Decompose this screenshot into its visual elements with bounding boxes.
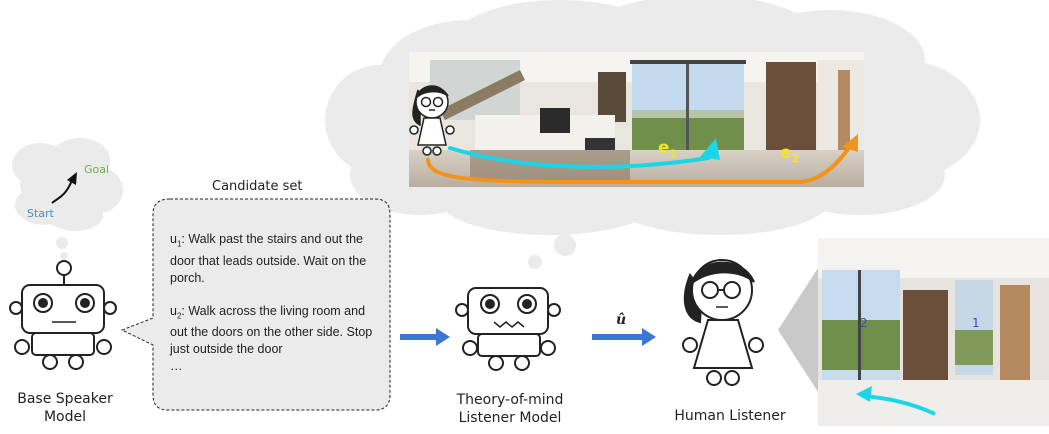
goal-label: Goal — [84, 163, 110, 176]
trajectory-e2-arrowhead — [842, 134, 858, 152]
flow-arrows — [400, 328, 656, 346]
trajectory-paths — [426, 134, 858, 184]
view-projection-wedge — [778, 268, 818, 392]
u2-subscript: 2 — [176, 311, 182, 320]
u1-symbol: u — [170, 232, 177, 246]
panorama-image — [409, 52, 864, 187]
candidate-set-title: Candidate set — [212, 179, 303, 194]
utterance-hat-label: û — [616, 312, 627, 328]
photo-marker-1: 1 — [972, 316, 980, 330]
e1-label: e1 — [658, 138, 677, 161]
e1-symbol: e — [658, 138, 670, 158]
e2-subscript: 2 — [791, 152, 800, 166]
tom-listener-label: Theory-of-mind Listener Model — [456, 392, 564, 426]
e2-symbol: e — [780, 143, 792, 163]
start-label: Start — [27, 207, 54, 220]
candidate-ellipsis: … — [170, 359, 183, 373]
base-speaker-robot — [9, 260, 117, 370]
tom-listener-robot — [455, 287, 561, 371]
trajectory-e1-arrowhead — [700, 138, 720, 160]
start-goal-arrow — [51, 172, 77, 204]
candidate-list: u1: Walk past the stairs and out the doo… — [170, 231, 380, 375]
e1-subscript: 1 — [669, 147, 678, 161]
speaker-thought-cloud — [12, 138, 123, 260]
u2-symbol: u — [170, 303, 177, 318]
candidate-u2: u2: Walk across the living room and out … — [170, 303, 380, 359]
e2-label: e2 — [780, 143, 799, 166]
panorama-human-figure — [409, 85, 455, 156]
human-listener-label: Human Listener — [674, 408, 786, 424]
listener-view-photo — [818, 238, 1049, 426]
candidate-set-bubble — [120, 198, 391, 411]
human-listener-figure — [682, 259, 764, 386]
u1-text: : Walk past the stairs and out the door … — [170, 232, 367, 285]
u2-text: : Walk across the living room and out th… — [170, 303, 373, 357]
base-speaker-label: Base Speaker Model — [17, 391, 113, 425]
photo-marker-2: 2 — [860, 316, 868, 330]
candidate-u1: u1: Walk past the stairs and out the doo… — [170, 231, 380, 287]
u1-subscript: 1 — [176, 239, 182, 249]
trajectory-e1-cyan — [448, 146, 710, 169]
trajectory-e2-orange — [426, 142, 854, 184]
